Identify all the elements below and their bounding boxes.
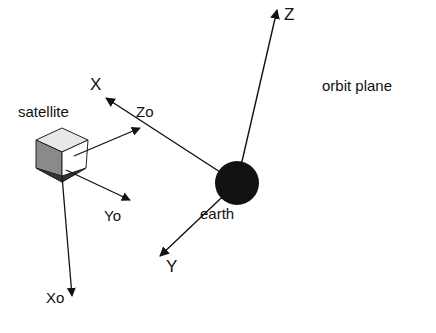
earth-region-outline	[160, 130, 310, 240]
axis-label: Y	[166, 258, 177, 275]
orbit-plane-ellipse	[60, 0, 436, 333]
region-label: orbit plane	[322, 78, 392, 93]
region-label: earth	[200, 206, 234, 221]
x-axis	[106, 98, 237, 183]
z-axis	[237, 10, 277, 183]
zo-axis	[74, 128, 140, 156]
axis-label: Z	[284, 6, 294, 23]
earth-region: earth	[160, 130, 310, 240]
axis-label: Xo	[46, 290, 64, 305]
axis-label: Zo	[136, 104, 154, 119]
satellite-label: satellite	[18, 104, 69, 119]
orbit-plane: orbit plane earth	[60, 0, 436, 333]
xo-axis	[62, 176, 72, 296]
axis-label: X	[90, 76, 101, 93]
satellite-cube	[36, 128, 88, 182]
y-axis	[160, 183, 237, 256]
orbit-plane-outline	[60, 0, 436, 333]
earth-region-ellipse	[160, 130, 310, 240]
yo-axis	[66, 170, 130, 200]
axis-label: Yo	[104, 208, 121, 223]
